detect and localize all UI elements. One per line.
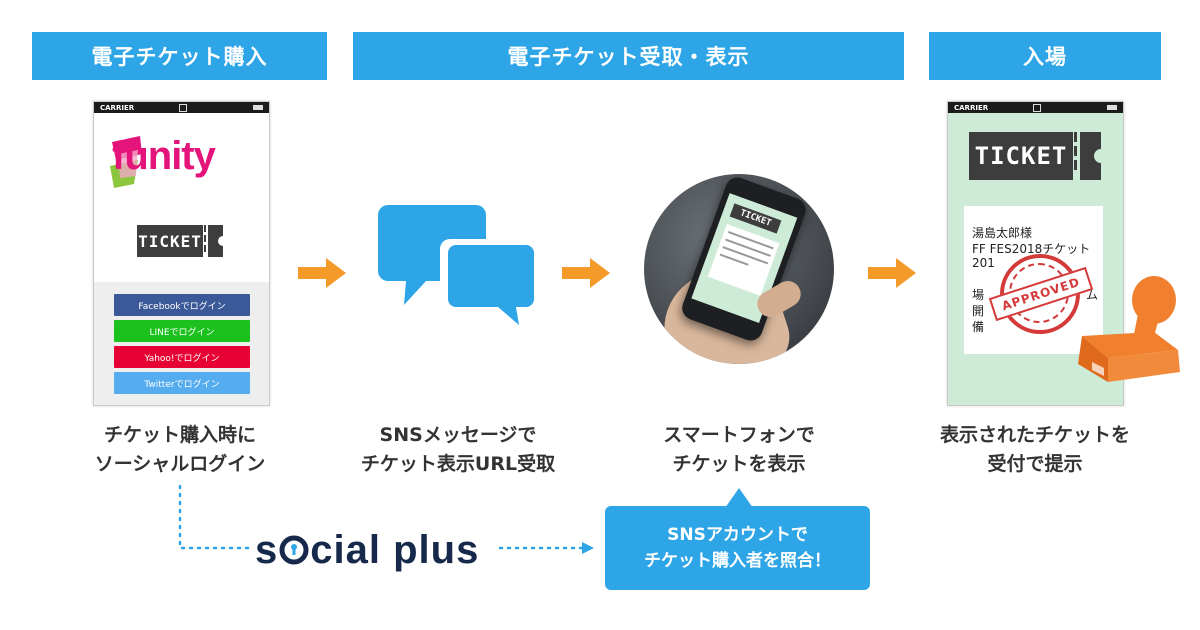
header-entry: 入場 — [929, 32, 1161, 80]
phone-device: TICKET — [678, 174, 810, 344]
line-login-button[interactable]: LINEでログイン — [114, 320, 250, 342]
phone-ticket-screen: CARRIER TICKET 湯島太郎様 FF FES2018チケット 201 … — [947, 101, 1124, 406]
status-bar: CARRIER — [948, 102, 1123, 113]
caption-line: チケット購入時に — [103, 424, 256, 446]
header-receive: 電子チケット受取・表示 — [353, 32, 904, 80]
phone-login-screen: CARRIER funity TICKET Facebookでログイン LINE… — [93, 101, 270, 406]
caption-line: ソーシャルログイン — [94, 453, 266, 475]
funity-logo-mark — [110, 136, 142, 188]
battery-icon — [253, 105, 263, 110]
callout-bubble: SNSアカウントで チケット購入者を照合！ — [605, 506, 870, 590]
ticket-event-name: FF FES2018チケット — [972, 242, 1091, 256]
callout-line: チケット購入者を照合！ — [644, 551, 831, 571]
photo-ticket-card — [707, 224, 780, 296]
chat-bubbles-icon — [378, 205, 538, 333]
ticket-stub-icon — [1074, 132, 1101, 180]
caption-step-1: チケット購入時に ソーシャルログイン — [60, 421, 300, 479]
dotted-connector — [178, 484, 594, 554]
approved-stamp: APPROVED — [988, 254, 1094, 334]
battery-icon — [1107, 105, 1117, 110]
lock-icon — [178, 104, 187, 112]
ticket-date: 201 — [972, 256, 995, 270]
arrow-right-icon — [562, 258, 610, 288]
caption-line: チケットを表示 — [672, 453, 806, 475]
caption-line: チケット表示URL受取 — [360, 453, 556, 475]
caption-step-3: スマートフォンで チケットを表示 — [619, 421, 859, 479]
funity-logo-text: funity — [112, 134, 216, 178]
ticket-stub-icon — [204, 225, 223, 257]
carrier-label: CARRIER — [100, 103, 135, 112]
facebook-login-button[interactable]: Facebookでログイン — [114, 294, 250, 316]
callout-line: SNSアカウントで — [667, 525, 808, 545]
caption-step-2: SNSメッセージで チケット表示URL受取 — [338, 421, 578, 479]
caption-step-4: 表示されたチケットを 受付で提示 — [915, 421, 1155, 479]
keyhole-icon — [279, 535, 309, 565]
ticket-venue: 場 — [972, 288, 985, 302]
lock-icon — [1032, 104, 1041, 112]
ticket-badge-label: TICKET — [969, 132, 1073, 180]
header-purchase: 電子チケット購入 — [32, 32, 327, 80]
ticket-badge: TICKET — [137, 225, 225, 257]
caption-line: SNSメッセージで — [379, 424, 537, 446]
rubber-stamp-icon — [1078, 276, 1180, 382]
caption-line: 受付で提示 — [987, 453, 1083, 475]
twitter-login-button[interactable]: Twitterでログイン — [114, 372, 250, 394]
ticket-open-time: 開 — [972, 304, 985, 318]
callout-pointer — [725, 488, 753, 508]
ticket-venue-suffix: ム — [1086, 288, 1099, 302]
caption-line: 表示されたチケットを — [939, 424, 1130, 446]
socialplus-logo: s cial plus — [255, 526, 479, 574]
arrow-right-icon — [298, 258, 346, 288]
arrow-right-icon — [868, 258, 916, 288]
ticket-note: 備 — [972, 320, 985, 334]
ticket-badge-label: TICKET — [137, 225, 203, 257]
socialplus-logo-rest: cial plus — [310, 527, 480, 572]
caption-line: スマートフォンで — [663, 424, 815, 446]
socialplus-logo-s: s — [255, 527, 279, 572]
ticket-holder-name: 湯島太郎様 — [972, 226, 1033, 240]
yahoo-login-button[interactable]: Yahoo!でログイン — [114, 346, 250, 368]
carrier-label: CARRIER — [954, 103, 989, 112]
ticket-badge: TICKET — [969, 132, 1103, 180]
status-bar: CARRIER — [94, 102, 269, 113]
smartphone-photo: TICKET — [644, 174, 834, 364]
